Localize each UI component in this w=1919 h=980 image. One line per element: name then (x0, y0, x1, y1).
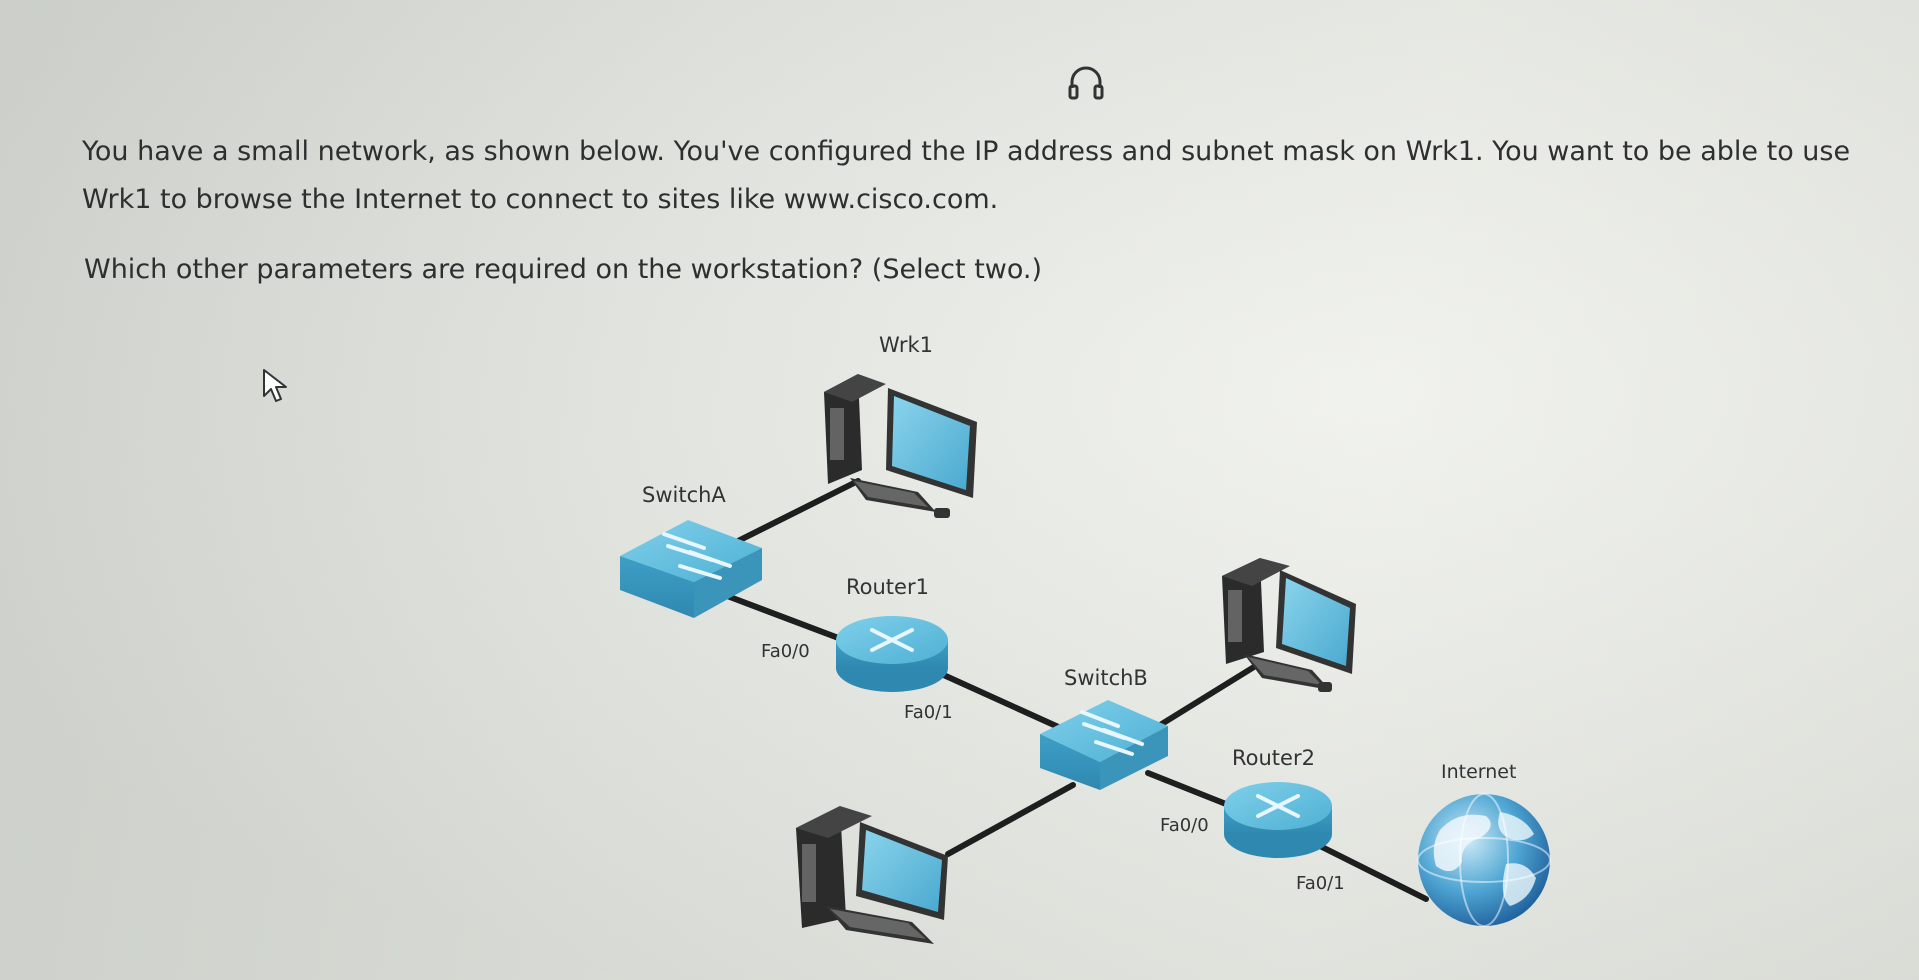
internet-label: Internet (1441, 761, 1516, 783)
question-text: You have a small network, as shown below… (82, 136, 1851, 215)
cable-switchb-router2 (1145, 770, 1239, 811)
wrk1-label: Wrk1 (879, 333, 933, 357)
switch-a-label: SwitchA (642, 483, 726, 507)
cable-switchb-topright-pc (1149, 659, 1265, 733)
cable-wrk1-switcha (719, 478, 861, 552)
workstation-wrk1-icon[interactable] (824, 374, 977, 518)
switch-a-icon[interactable] (620, 520, 762, 618)
router1-icon[interactable] (836, 616, 948, 692)
switch-b-icon[interactable] (1040, 700, 1168, 790)
router2-port-fa0-0-label: Fa0/0 (1160, 815, 1209, 836)
mouse-pointer-icon (263, 369, 287, 402)
cable-router2-internet (1317, 843, 1429, 902)
workstation-pc-bottom-icon[interactable] (796, 806, 948, 944)
cable-router1-switchb (934, 669, 1068, 733)
workstation-pc-topright-icon[interactable] (1222, 558, 1356, 692)
router2-port-fa0-1-label: Fa0/1 (1296, 873, 1345, 894)
cables (719, 478, 1429, 902)
router1-port-fa0-1-label: Fa0/1 (904, 702, 953, 723)
cable-switchb-bottom-pc (945, 782, 1076, 857)
switch-b-label: SwitchB (1064, 666, 1148, 690)
router2-label: Router2 (1232, 746, 1315, 770)
question-prompt: Which other parameters are required on t… (84, 254, 1043, 285)
router1-port-fa0-0-label: Fa0/0 (761, 641, 810, 662)
internet-globe-icon[interactable] (1417, 793, 1551, 927)
router1-label: Router1 (846, 575, 929, 599)
cable-switcha-router1 (719, 591, 852, 645)
router2-icon[interactable] (1224, 782, 1332, 858)
headphones-icon[interactable] (1066, 62, 1106, 102)
